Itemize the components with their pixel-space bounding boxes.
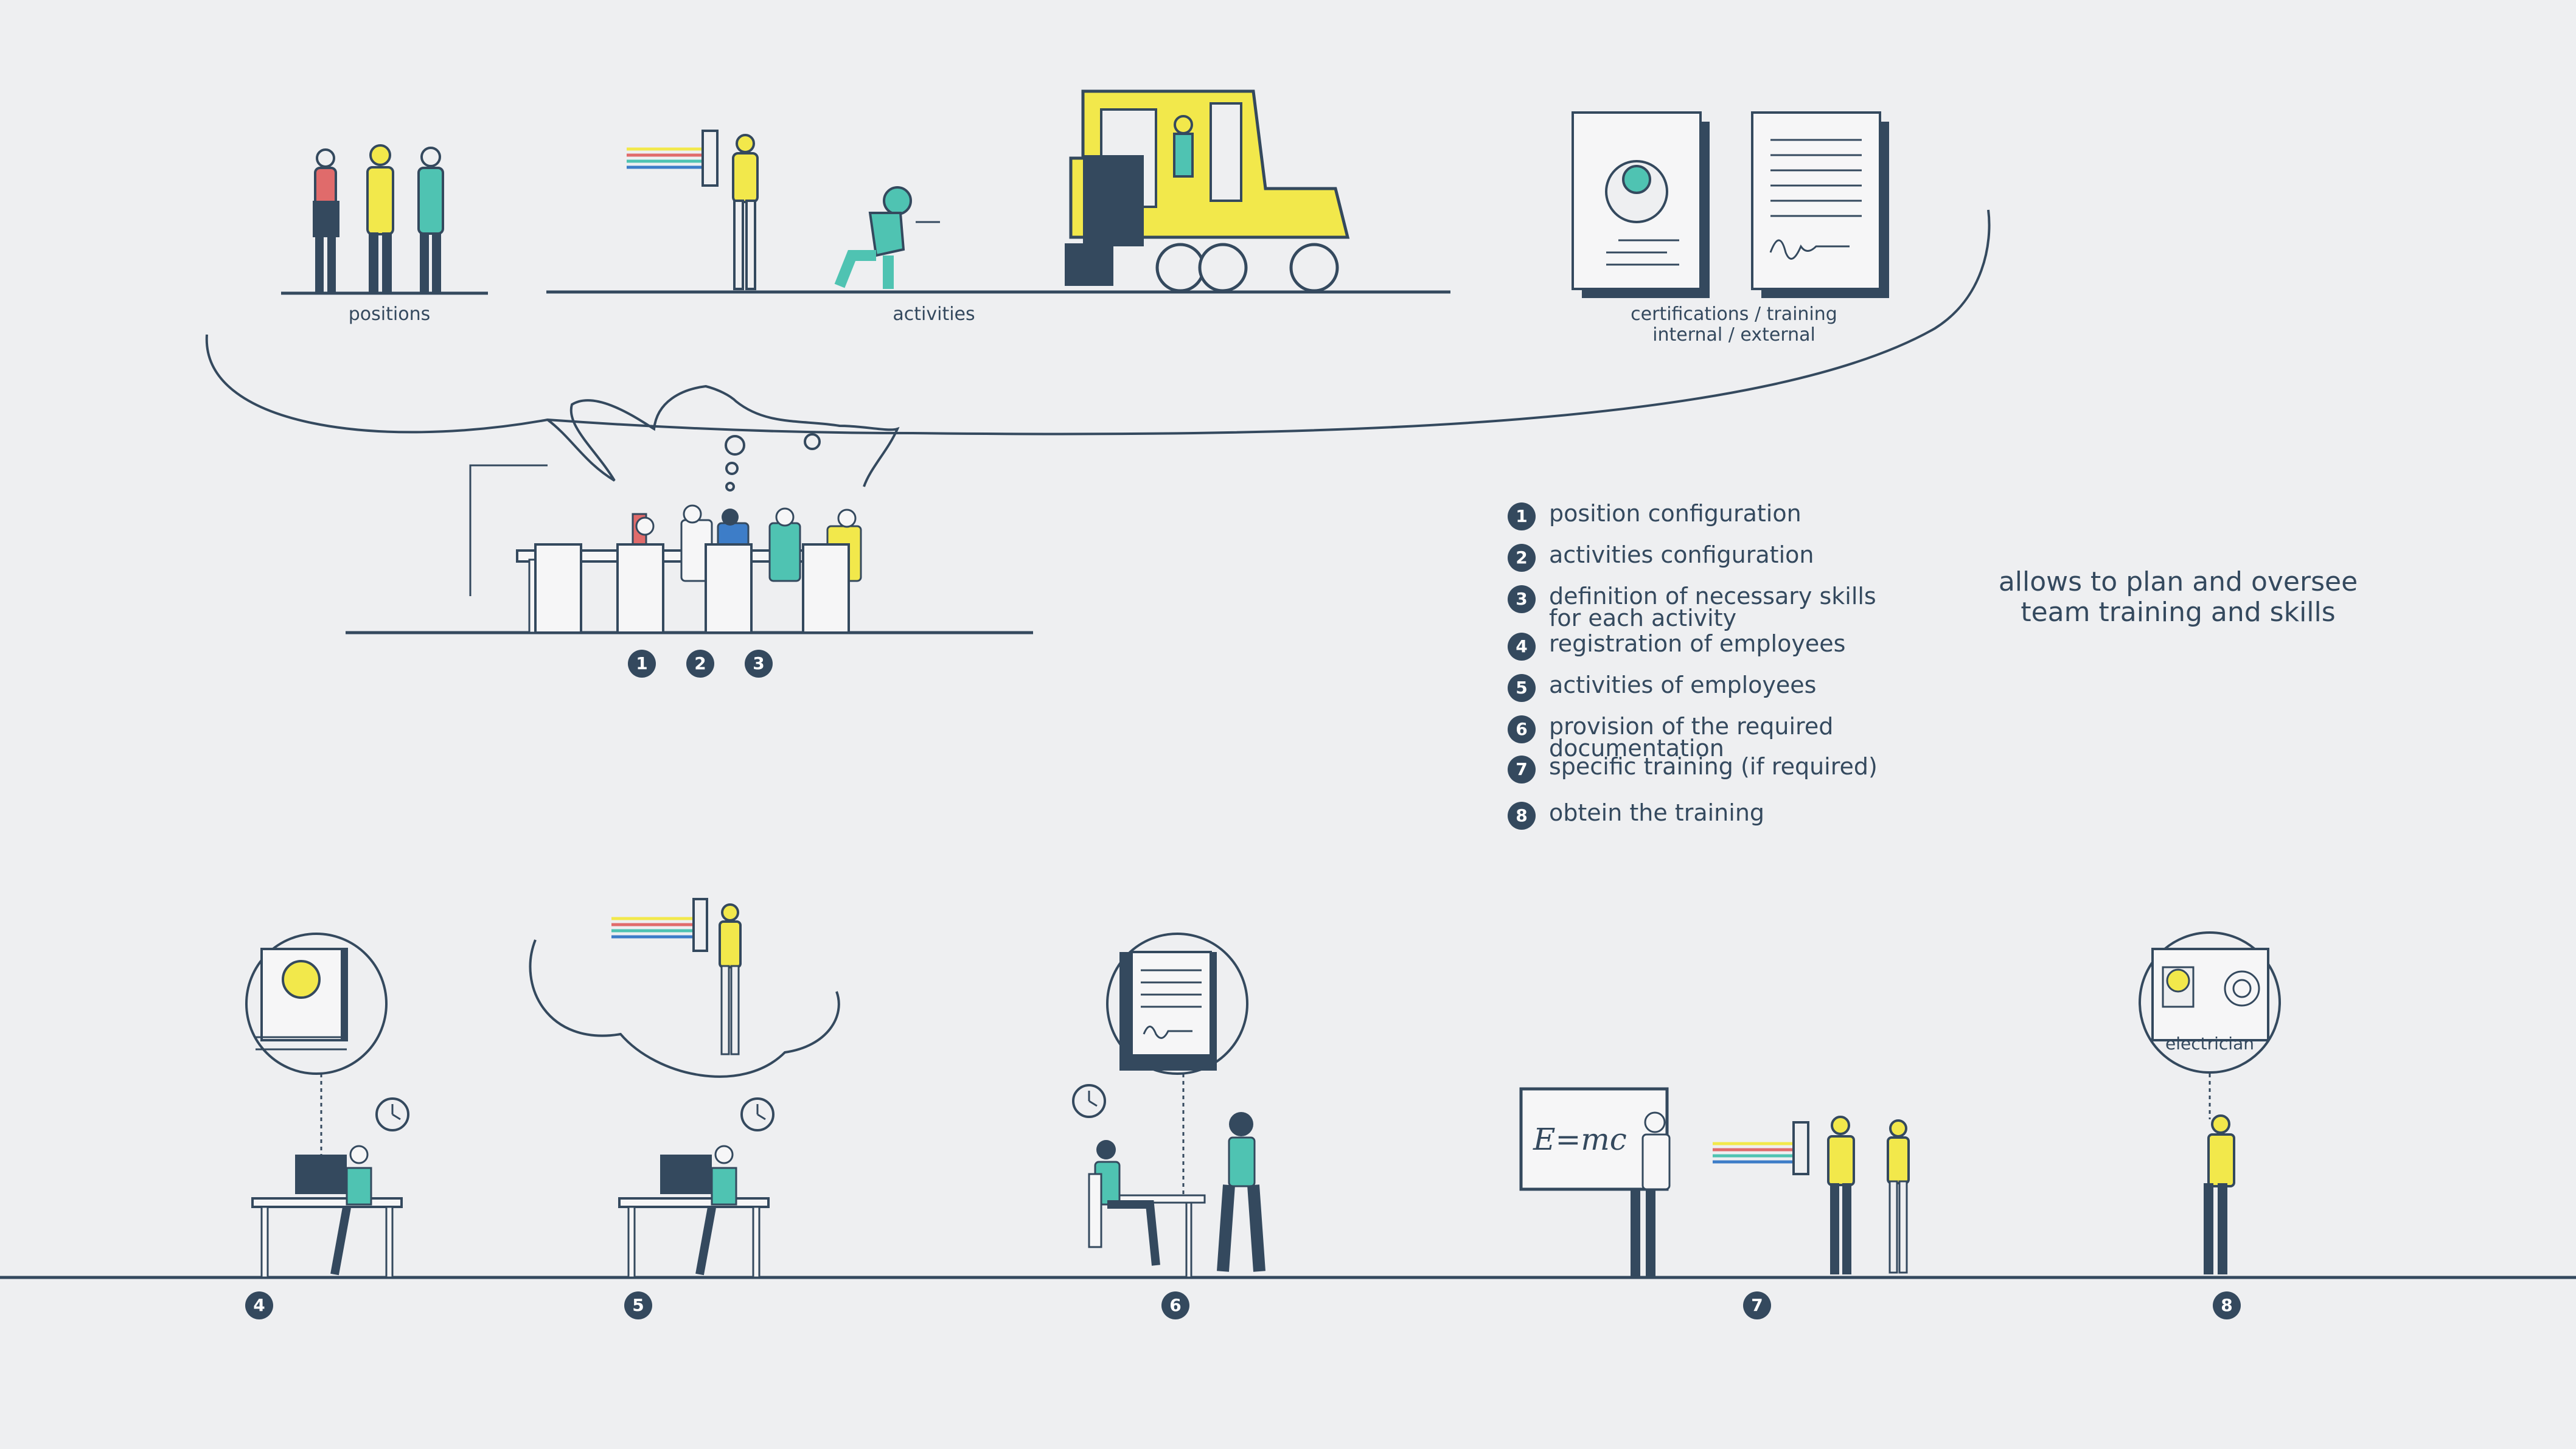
thought-bubble	[725, 462, 739, 475]
legend-item: 5 activities of employees	[1508, 672, 1817, 702]
legend-text: obtein the training	[1549, 799, 1765, 826]
step-marker-8: 8	[2213, 1291, 2241, 1319]
speech-bubble-outline	[205, 209, 1991, 436]
legend-text: activities configuration	[1549, 541, 1814, 568]
certificate-documents	[1572, 111, 1889, 298]
legend-item: 2 activities configuration	[1508, 541, 1814, 572]
employee-activities-scene	[529, 898, 840, 1279]
legend-number: 6	[1508, 715, 1536, 743]
step-marker-1: 1	[628, 650, 656, 678]
thought-bubble	[725, 482, 735, 492]
meeting-scene	[346, 464, 1033, 634]
activities-label: activities	[893, 304, 975, 325]
positions-label: positions	[348, 304, 431, 325]
training-badge-scene: electrician	[2139, 931, 2281, 1274]
step-marker-3: 3	[745, 650, 773, 678]
specific-training-scene: E=mc	[1519, 1087, 1910, 1277]
legend-text: provision of the required documentation	[1549, 713, 1834, 762]
legend-number: 4	[1508, 633, 1536, 661]
tagline: allows to plan and oversee team training…	[1998, 566, 2358, 628]
legend-item: 7 specific training (if required)	[1508, 753, 1878, 784]
employee-registration-scene	[245, 933, 409, 1279]
legend-number: 8	[1508, 802, 1536, 830]
legend-number: 7	[1508, 756, 1536, 784]
legend-number: 2	[1508, 544, 1536, 572]
legend-number: 5	[1508, 674, 1536, 702]
legend-text: specific training (if required)	[1549, 753, 1878, 780]
legend-text: activities of employees	[1549, 672, 1817, 698]
certifications-label: certifications / training internal / ext…	[1631, 304, 1837, 346]
legend-text: definition of necessary skills for each …	[1549, 583, 1876, 631]
step-marker-7: 7	[1743, 1291, 1771, 1319]
step-marker-6: 6	[1161, 1291, 1189, 1319]
thought-cloud	[546, 384, 900, 487]
legend-item: 3 definition of necessary skills for eac…	[1508, 583, 1876, 631]
legend-item: 8 obtein the training	[1508, 799, 1765, 830]
thought-bubble	[804, 433, 821, 450]
positions-workers	[281, 144, 488, 295]
activities-scene	[546, 89, 1450, 294]
legend-text: registration of employees	[1549, 630, 1846, 657]
legend-item: 4 registration of employees	[1508, 630, 1846, 661]
board-formula: E=mc	[1533, 1122, 1627, 1157]
step-marker-2: 2	[686, 650, 714, 678]
legend-number: 1	[1508, 502, 1536, 530]
step-marker-5: 5	[624, 1291, 652, 1319]
step-marker-4: 4	[245, 1291, 273, 1319]
badge-label: electrician	[2165, 1034, 2254, 1054]
thought-bubble	[725, 435, 745, 456]
legend-item: 6 provision of the required documentatio…	[1508, 713, 1834, 762]
documentation-scene	[1072, 933, 1265, 1279]
legend-item: 1 position configuration	[1508, 502, 1801, 530]
legend-text: position configuration	[1549, 500, 1801, 527]
legend-number: 3	[1508, 585, 1536, 613]
